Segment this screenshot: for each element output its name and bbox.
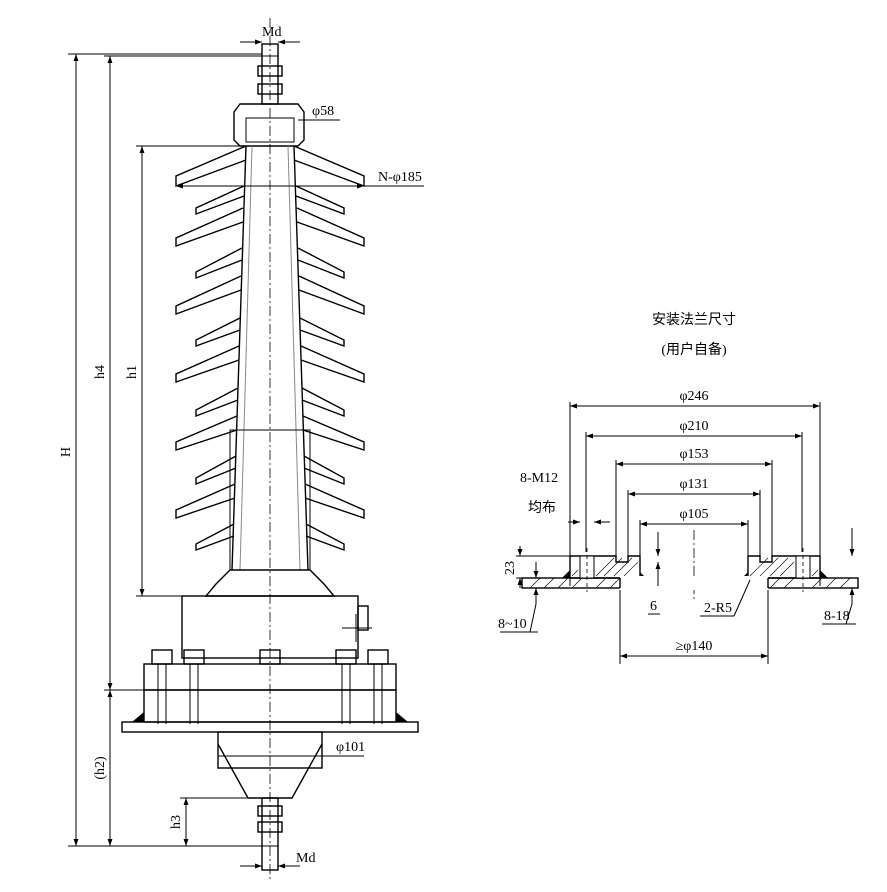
overall-height-label: H bbox=[59, 447, 74, 457]
flange-cross-section bbox=[521, 548, 859, 592]
slot-label: 8-18 bbox=[824, 609, 850, 624]
h4-dimension: h4 bbox=[93, 55, 262, 691]
h1-dimension: h1 bbox=[125, 145, 240, 597]
min-hole-label: ≥φ140 bbox=[676, 639, 713, 654]
shed-diameter-label: N-φ185 bbox=[378, 170, 422, 185]
bottom-terminal-bolt bbox=[257, 797, 283, 871]
h3-label: h3 bbox=[169, 815, 184, 829]
top-thread-dimension: Md bbox=[240, 25, 300, 45]
top-thread-label: Md bbox=[262, 25, 281, 40]
dim-105: φ105 bbox=[679, 507, 708, 522]
h2-dimension: (h2) bbox=[93, 690, 113, 846]
dim-210: φ210 bbox=[679, 419, 708, 434]
overall-height-dimension: H bbox=[59, 53, 262, 847]
sheds bbox=[175, 145, 365, 552]
terminal-diameter-label: φ58 bbox=[312, 104, 334, 119]
thickness-label: 23 bbox=[503, 561, 518, 575]
dim-246: φ246 bbox=[679, 389, 708, 404]
h3-dimension: h3 bbox=[169, 797, 262, 847]
flange-bolts bbox=[151, 649, 389, 724]
h4-label: h4 bbox=[93, 365, 108, 379]
edge-label: 8~10 bbox=[498, 617, 527, 632]
flange-subtitle: (用户自备) bbox=[661, 341, 727, 358]
h2-label: (h2) bbox=[93, 756, 108, 780]
bottom-thread-label: Md bbox=[296, 851, 315, 866]
top-cap bbox=[233, 103, 305, 147]
flange-title: 安装法兰尺寸 bbox=[652, 312, 736, 328]
depth-label: 6 bbox=[650, 599, 657, 614]
h1-label: h1 bbox=[125, 365, 140, 379]
dim-153: φ153 bbox=[679, 447, 708, 462]
flange-section-view: 安装法兰尺寸 (用户自备) φ246 φ210 φ153 φ131 φ105 8… bbox=[498, 312, 859, 664]
base-diameter-label: φ101 bbox=[336, 740, 365, 755]
radius-label: 2-R5 bbox=[704, 601, 732, 616]
bolts-label: 8-M12 bbox=[520, 471, 558, 486]
arrester-elevation-view: Md φ58 bbox=[59, 18, 424, 880]
base-diameter-dimension: φ101 bbox=[218, 740, 365, 757]
bottom-thread-dimension: Md bbox=[240, 851, 315, 869]
base-housing bbox=[181, 569, 372, 659]
terminal-diameter-dimension: φ58 bbox=[298, 104, 340, 121]
shed-diameter-dimension: N-φ185 bbox=[176, 170, 424, 189]
dim-131: φ131 bbox=[679, 477, 708, 492]
bolts-note: 均布 bbox=[528, 500, 556, 516]
